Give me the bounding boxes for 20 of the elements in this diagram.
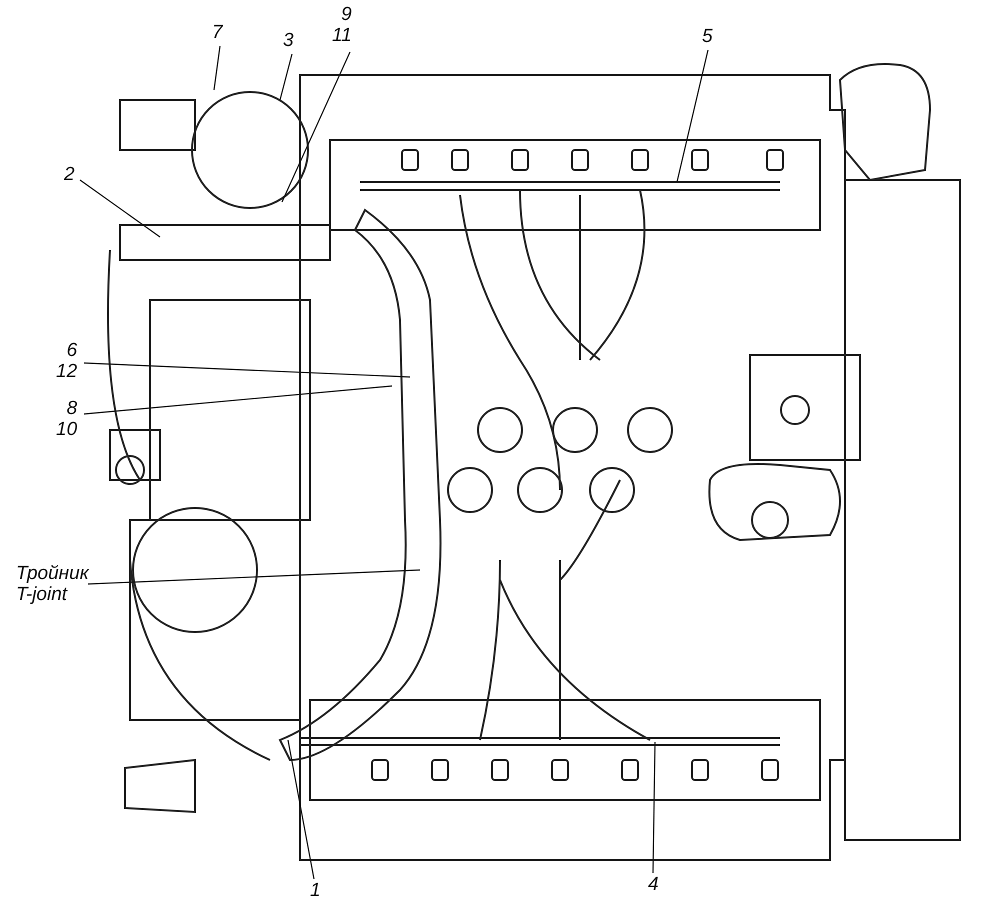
callout-number: 4: [648, 874, 659, 895]
callout-number: 1: [310, 880, 321, 901]
callout-number: 8 10: [56, 398, 78, 440]
leader-line: [676, 50, 709, 182]
part-label: Тройник T-joint: [16, 563, 89, 605]
leader-line: [84, 385, 392, 415]
leader-line: [652, 742, 656, 874]
leader-line: [279, 54, 293, 100]
leader-line: [281, 52, 351, 202]
leader-line: [80, 180, 160, 238]
callout-number: 3: [283, 30, 294, 51]
callout-number: 5: [702, 26, 713, 47]
callout-number: 7: [212, 22, 223, 43]
leader-line: [88, 569, 420, 585]
leader-line: [213, 46, 221, 90]
callout-number: 2: [64, 164, 75, 185]
callout-number: 9 11: [332, 4, 352, 46]
leader-line: [84, 362, 410, 378]
leader-line: [287, 740, 315, 880]
callout-number: 6 12: [56, 340, 78, 382]
